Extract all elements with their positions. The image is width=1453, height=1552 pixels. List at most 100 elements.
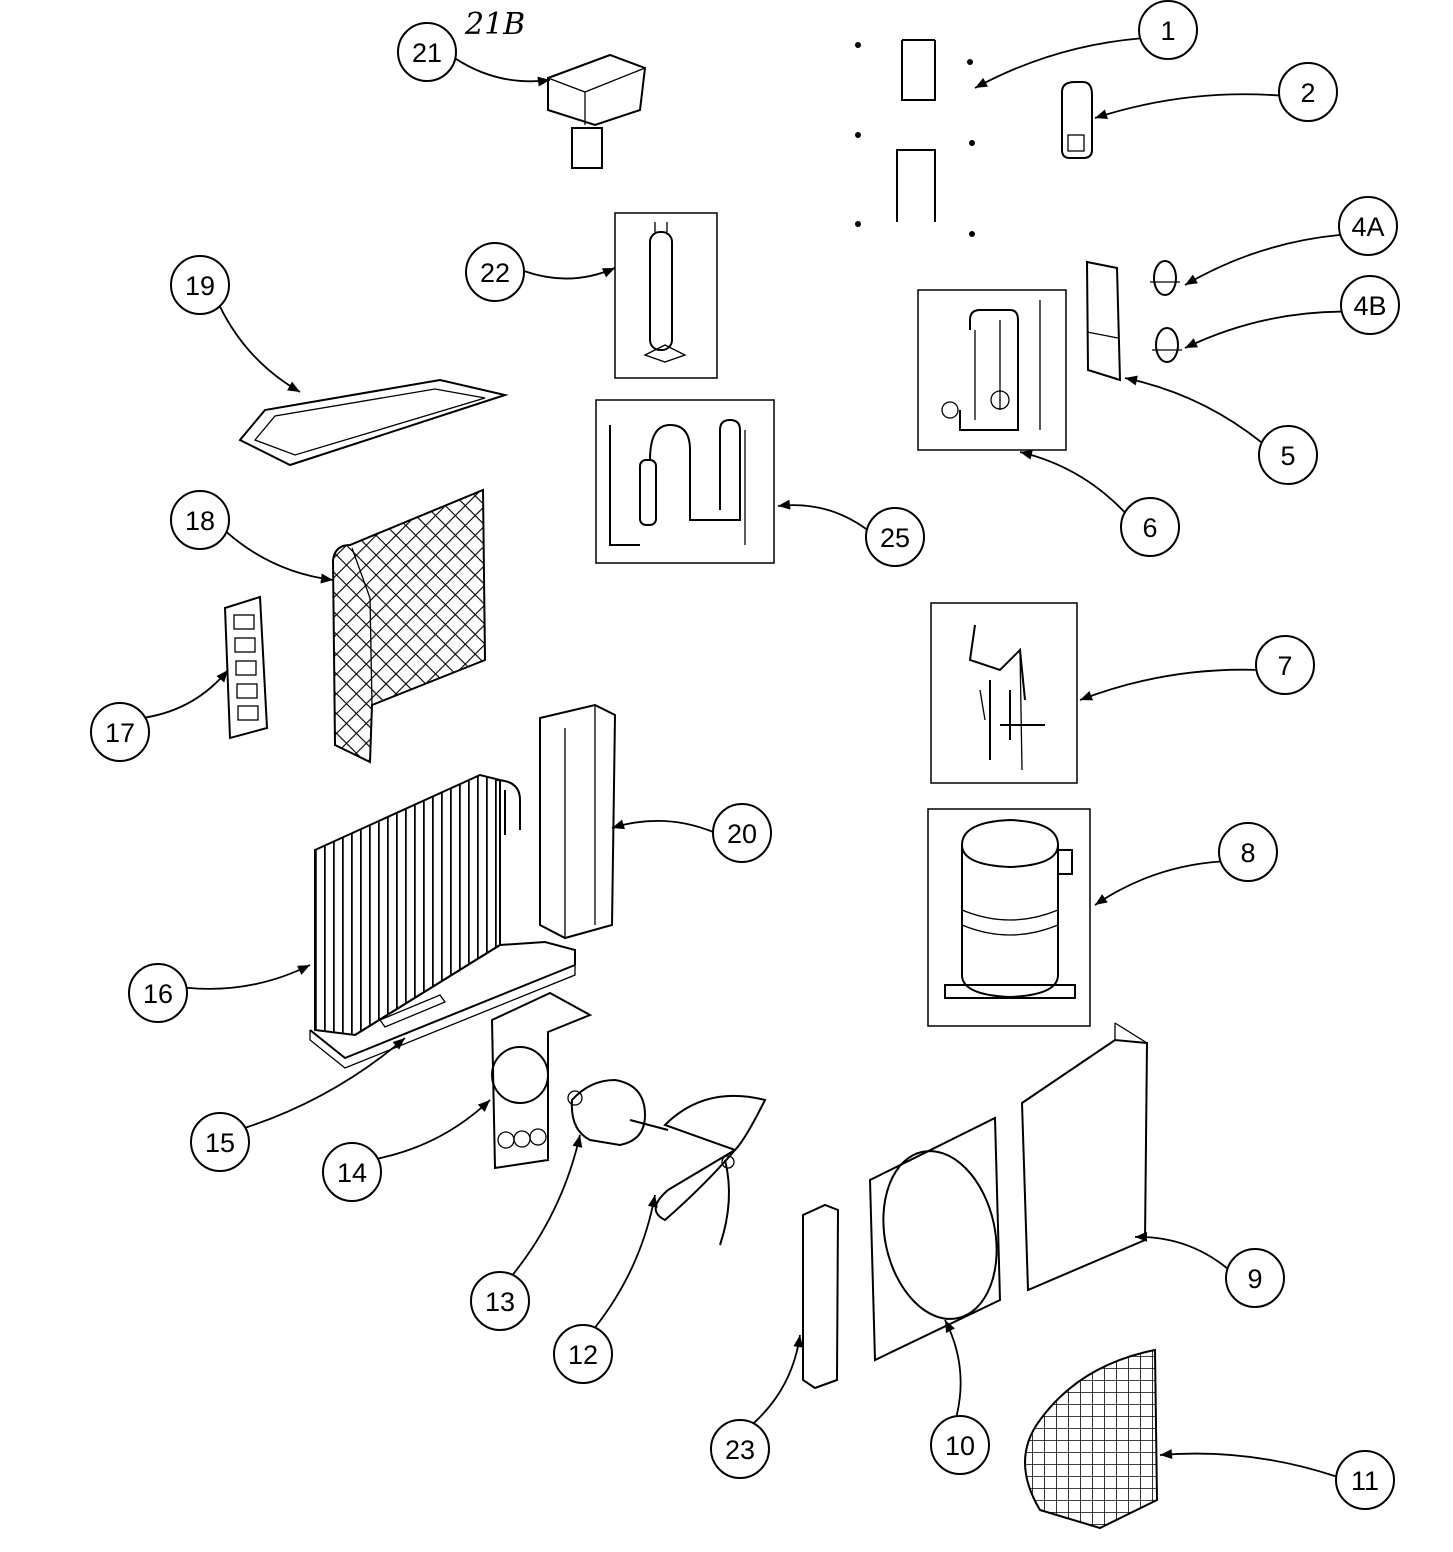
callout-label: 2 [1300, 78, 1315, 108]
leader-line-20 [611, 819, 714, 833]
part-1-mounting-brackets [855, 39, 975, 237]
callout-23: 23 [710, 1419, 770, 1479]
leader-line-6 [1019, 451, 1126, 514]
part-19-top-cover [238, 378, 509, 467]
callout-label: 23 [725, 1435, 755, 1465]
callout-label: 14 [337, 1158, 367, 1188]
part-4b-service-valve [1152, 327, 1182, 363]
leader-arrowhead-5 [1125, 375, 1138, 386]
callout-13: 13 [470, 1271, 530, 1331]
part-25-tubing-assembly [595, 399, 775, 564]
leader-arrowhead-13 [572, 1135, 583, 1148]
callout-label: 21 [412, 38, 442, 68]
callout-9: 9 [1225, 1248, 1285, 1308]
leader-line-21 [454, 57, 551, 83]
leader-line-9 [1134, 1236, 1229, 1270]
part-23-corner-post [802, 1203, 840, 1390]
callout-22: 22 [465, 242, 525, 302]
callout-label: 5 [1280, 441, 1295, 471]
leader-line-7 [1079, 668, 1257, 701]
callout-label: 1 [1160, 16, 1175, 46]
leader-line-16 [186, 964, 311, 990]
part-10-orifice-panel [868, 1116, 1002, 1362]
leader-line-22 [523, 267, 616, 280]
callout-circle [1255, 635, 1315, 695]
callout-label: 4A [1351, 212, 1384, 242]
part-2-cover [1061, 81, 1093, 159]
part-17-louver-panel [223, 595, 269, 740]
callout-circle [128, 963, 188, 1023]
leader-arrowhead-19 [287, 381, 300, 392]
callout-2: 2 [1278, 62, 1338, 122]
callout-6: 6 [1120, 497, 1180, 557]
callout-label: 8 [1240, 838, 1255, 868]
handwritten-note-21b: 21B [464, 7, 525, 42]
callout-circle [1218, 822, 1278, 882]
leader-arrowhead-4b [1185, 338, 1198, 348]
callout-21: 21 [397, 22, 457, 82]
leader-arrowhead-9 [1135, 1231, 1148, 1242]
callout-label: 22 [480, 258, 510, 288]
callout-circle [90, 702, 150, 762]
part-18-mesh-guard [331, 488, 487, 764]
leader-arrowhead-21 [537, 76, 550, 87]
leader-arrowhead-8 [1095, 894, 1108, 905]
callout-label: 6 [1142, 513, 1157, 543]
part-4a-service-valve [1150, 260, 1180, 296]
callout-4b: 4B [1340, 275, 1400, 335]
part-22-accumulator [614, 212, 718, 379]
leader-line-12 [594, 1194, 656, 1329]
callout-14: 14 [322, 1142, 382, 1202]
part-9-side-panel [1020, 1022, 1149, 1292]
part-5-plate [1085, 260, 1122, 382]
part-12-fan-blade [654, 1094, 767, 1246]
callout-18: 18 [170, 490, 230, 550]
callout-4a: 4A [1338, 196, 1398, 256]
leader-line-8 [1094, 860, 1221, 906]
leader-line-18 [225, 531, 334, 581]
part-20-side-panel [539, 703, 617, 940]
callout-17: 17 [90, 702, 150, 762]
callout-label: 4B [1353, 291, 1386, 321]
leader-arrowhead-4a [1185, 274, 1198, 285]
callout-5: 5 [1258, 425, 1318, 485]
leader-arrowhead-14 [477, 1100, 490, 1112]
leader-arrowhead-16 [297, 965, 310, 975]
leader-arrowhead-7 [1080, 691, 1093, 701]
leader-arrowhead-15 [392, 1038, 405, 1050]
leader-arrowhead-17 [216, 670, 228, 683]
leader-line-13 [511, 1134, 581, 1276]
callout-10: 10 [930, 1415, 990, 1475]
leader-arrowhead-22 [602, 268, 615, 278]
callout-1: 1 [1138, 0, 1198, 60]
leader-arrowhead-6 [1020, 449, 1033, 460]
leader-arrowhead-12 [647, 1195, 658, 1208]
callout-label: 12 [568, 1340, 598, 1370]
callout-circle [1225, 1248, 1285, 1308]
callout-label: 11 [1351, 1466, 1379, 1496]
callout-label: 16 [143, 979, 173, 1009]
leader-arrowhead-1 [975, 77, 988, 88]
callout-circle [865, 507, 925, 567]
callout-25: 25 [865, 507, 925, 567]
callout-circle [1335, 1450, 1395, 1510]
callout-19: 19 [170, 255, 230, 315]
callout-7: 7 [1255, 635, 1315, 695]
callout-circle [1120, 497, 1180, 557]
callout-circle [465, 242, 525, 302]
part-15-base-pan [309, 940, 576, 1069]
leader-arrowhead-10 [945, 1320, 955, 1333]
callout-circle [470, 1271, 530, 1331]
leader-line-2 [1094, 93, 1280, 119]
part-11-front-grille [1024, 1348, 1159, 1530]
callout-circle [1338, 196, 1398, 256]
callout-label: 15 [205, 1128, 235, 1158]
callout-circle [1340, 275, 1400, 335]
callout-label: 20 [727, 819, 757, 849]
part-7-valve-tubing [930, 602, 1078, 784]
callout-circle [322, 1142, 382, 1202]
callout-label: 19 [185, 271, 215, 301]
callout-circle [190, 1112, 250, 1172]
part-8-compressor [927, 808, 1091, 1027]
